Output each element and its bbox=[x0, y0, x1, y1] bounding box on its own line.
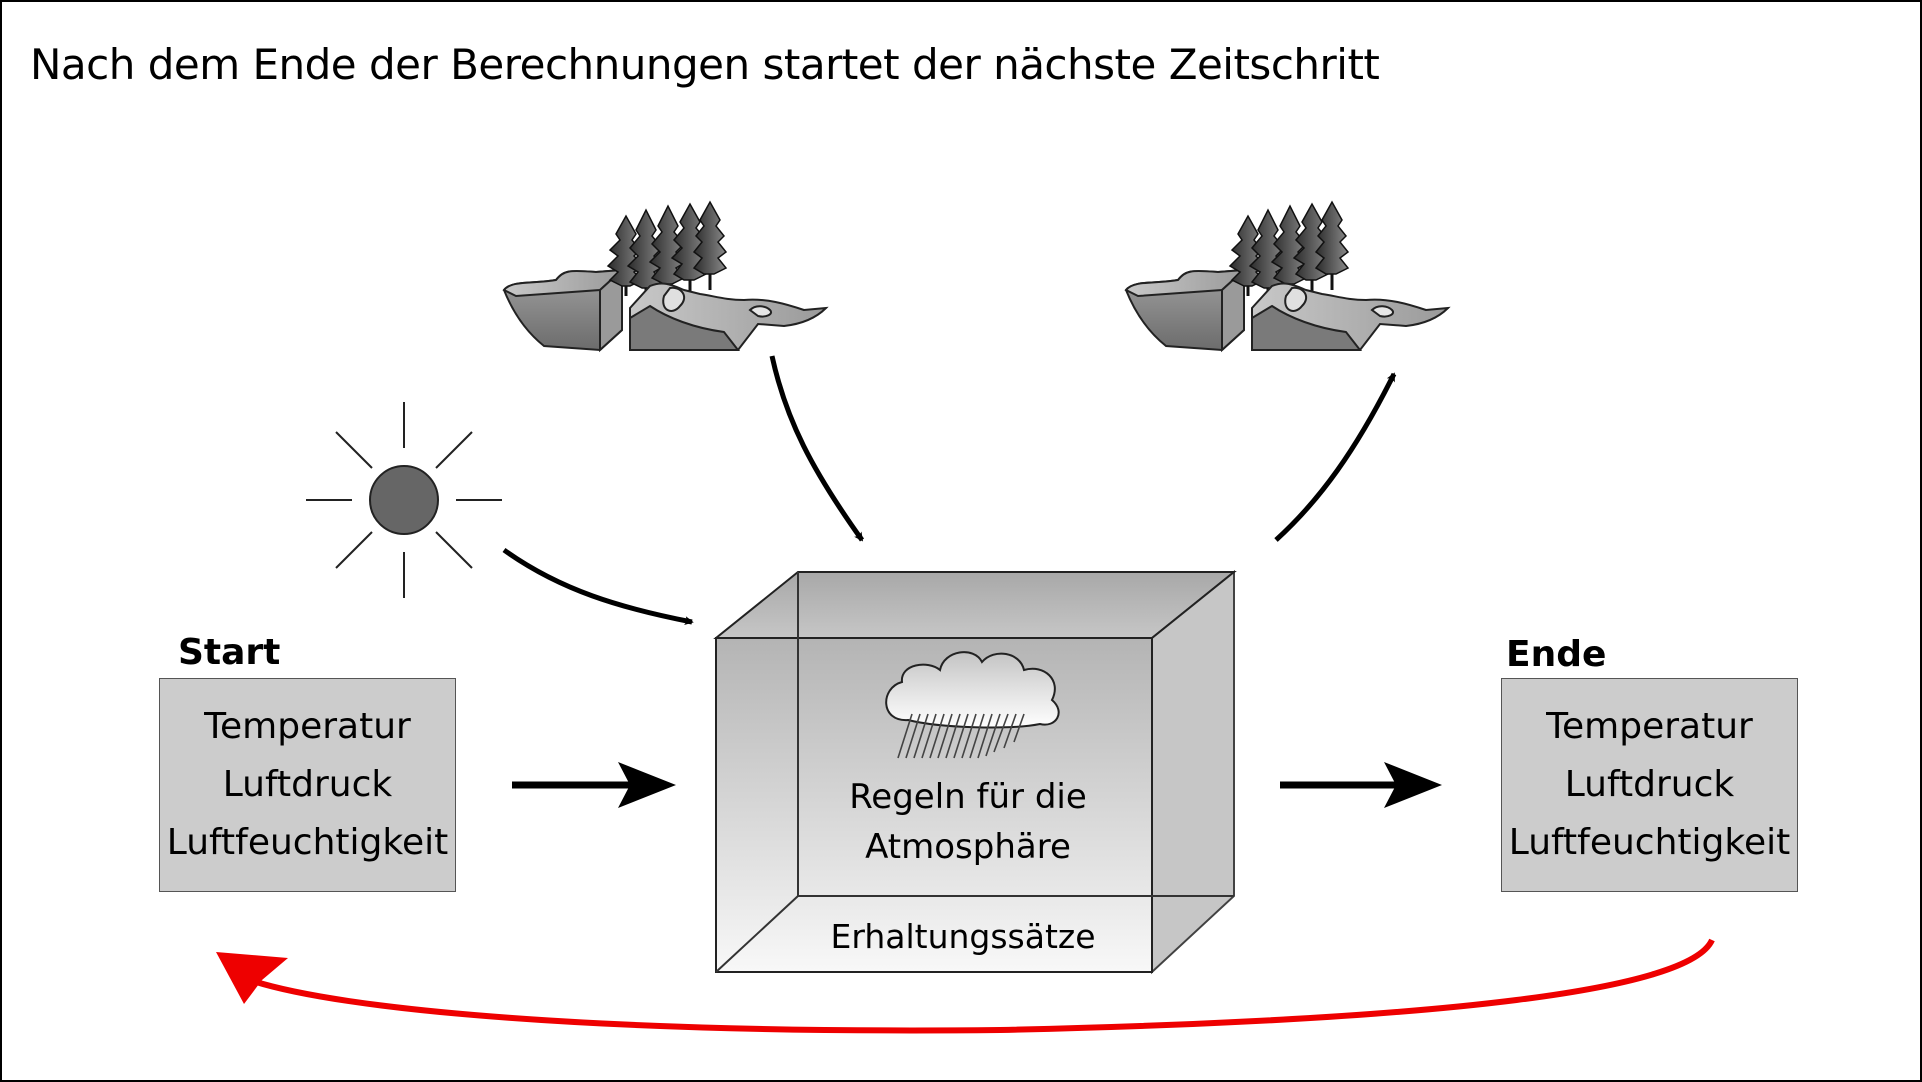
sun-arrow bbox=[502, 547, 694, 626]
end-item-temperature: Temperatur bbox=[1546, 706, 1753, 747]
start-label: Start bbox=[178, 632, 281, 673]
start-state-box: Temperatur Luftdruck Luftfeuchtigkeit bbox=[159, 678, 456, 892]
end-item-pressure: Luftdruck bbox=[1564, 764, 1735, 805]
start-item-temperature: Temperatur bbox=[204, 706, 411, 747]
end-state-box: Temperatur Luftdruck Luftfeuchtigkeit bbox=[1501, 678, 1798, 892]
start-item-humidity: Luftfeuchtigkeit bbox=[166, 822, 449, 863]
conservation-label: Erhaltungssätze bbox=[830, 917, 1096, 956]
sun-icon bbox=[306, 402, 502, 598]
input-arrows bbox=[502, 355, 1397, 626]
loop-arrow bbox=[216, 938, 1715, 1034]
landscape-output-arrow bbox=[1274, 372, 1397, 542]
rain-cloud-icon bbox=[885, 651, 1060, 759]
flow-arrows bbox=[512, 762, 1442, 808]
page-title: Nach dem Ende der Berechnungen startet d… bbox=[30, 40, 1380, 89]
start-item-pressure: Luftdruck bbox=[222, 764, 393, 805]
end-item-humidity: Luftfeuchtigkeit bbox=[1508, 822, 1791, 863]
rules-line-1: Regeln für die bbox=[849, 777, 1087, 817]
end-label: Ende bbox=[1506, 634, 1607, 675]
landscape-icon bbox=[502, 200, 828, 352]
landscape-output-icon bbox=[1124, 200, 1450, 352]
rules-text: Regeln für die Atmosphäre bbox=[800, 772, 1136, 872]
landscape-input-arrow bbox=[769, 355, 865, 542]
rules-line-2: Atmosphäre bbox=[865, 827, 1071, 867]
